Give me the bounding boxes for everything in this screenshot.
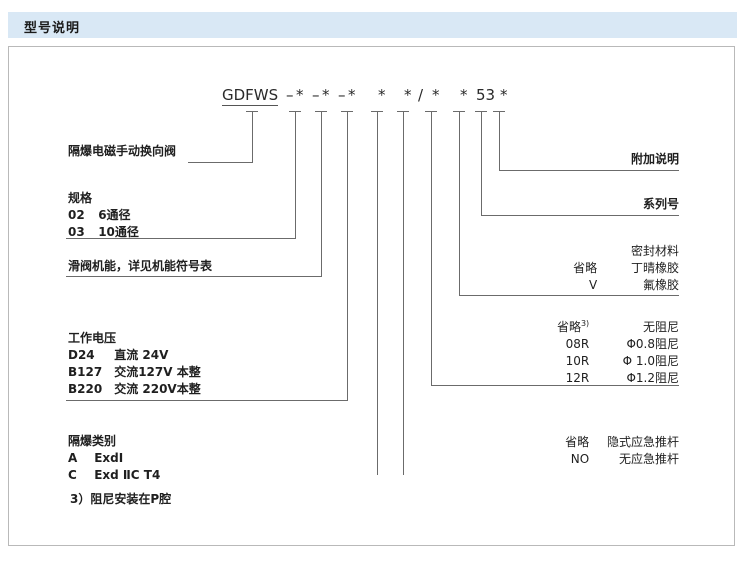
leader-specification-vertical: [295, 111, 296, 238]
working-voltage-row-3: B220 交流 220V本整: [68, 381, 201, 398]
working-voltage-title: 工作电压: [68, 331, 117, 345]
specification-desc-1: 6通径: [98, 208, 131, 222]
damping-code-2: 08R: [565, 337, 590, 351]
working-voltage-row-1: D24 直流 24V: [68, 347, 201, 364]
leader-product-name-vertical: [252, 111, 253, 162]
specification-row-2: 03 10通径: [68, 224, 139, 241]
model-code-star-4: *: [378, 86, 386, 104]
emergency-pushrod-desc-2: 无应急推杆: [618, 452, 679, 466]
working-voltage-code-3: B220: [68, 382, 103, 396]
label-working-voltage: 工作电压 D24 直流 24V B127 交流127V 本整 B220 交流 2…: [68, 330, 201, 398]
leader-sealing-material-horizontal: [459, 295, 679, 296]
specification-row-1: 02 6通径: [68, 207, 139, 224]
explosion-proof-desc-2: Exd ⅡC T4: [94, 468, 161, 482]
specification-code-2: 03: [68, 225, 85, 239]
leader-explosion-proof-vertical: [377, 111, 378, 475]
leader-additional-description-vertical: [499, 111, 500, 170]
sealing-material-row-2: V 氟橡胶: [541, 277, 679, 294]
model-code-series: 53: [476, 86, 496, 104]
sealing-material-desc-1: 丁晴橡胶: [630, 261, 679, 275]
diagram-frame: [8, 46, 735, 546]
damping-desc-4: Φ1.2阻尼: [626, 371, 679, 385]
label-sealing-material: 密封材料 省略 丁晴橡胶 V 氟橡胶: [541, 243, 679, 294]
label-specification: 规格 02 6通径 03 10通径: [68, 190, 139, 241]
damping-row-2: 08R Φ0.8阻尼: [541, 336, 679, 353]
emergency-pushrod-desc-1: 隐式应急推杆: [606, 435, 679, 449]
damping-row-3: 10R Φ 1.0阻尼: [541, 353, 679, 370]
specification-desc-2: 10通径: [98, 225, 139, 239]
label-product-name: 隔爆电磁手动换向阀: [68, 143, 176, 160]
model-code-dash-1: –: [286, 86, 294, 104]
emergency-pushrod-code-2: NO: [570, 452, 590, 466]
working-voltage-code-2: B127: [68, 365, 103, 379]
emergency-pushrod-row-2: NO 无应急推杆: [541, 451, 679, 468]
leader-additional-description-horizontal: [499, 170, 679, 171]
leader-spool-function-vertical: [321, 111, 322, 276]
explosion-proof-row-1: A ExdⅠ: [68, 450, 160, 467]
damping-footnote-marker: 3): [580, 319, 590, 328]
emergency-pushrod-code-1: 省略: [565, 435, 590, 449]
leader-product-name-horizontal: [188, 162, 253, 163]
damping-row-4: 12R Φ1.2阻尼: [541, 370, 679, 387]
specification-code-1: 02: [68, 208, 85, 222]
leader-series-number-horizontal: [481, 215, 679, 216]
page-title: 型号说明: [24, 21, 81, 36]
leader-sealing-material-vertical: [459, 111, 460, 295]
label-explosion-proof-category: 隔爆类别 A ExdⅠ C Exd ⅡC T4: [68, 433, 160, 484]
working-voltage-desc-2: 交流127V 本整: [114, 365, 201, 379]
footnote-damping-note: 3）阻尼安装在P腔: [70, 492, 172, 506]
specification-title: 规格: [68, 191, 93, 205]
working-voltage-desc-1: 直流 24V: [114, 348, 169, 362]
working-voltage-desc-3: 交流 220V本整: [114, 382, 201, 396]
label-series-number: 系列号: [642, 197, 679, 211]
leader-working-voltage-vertical: [347, 111, 348, 400]
leader-series-number-vertical: [481, 111, 482, 215]
sealing-material-code-2: V: [588, 278, 598, 292]
leader-damping-vertical: [431, 111, 432, 385]
model-code-slash: /: [418, 86, 424, 104]
damping-code-1: 省略3): [553, 315, 589, 336]
model-code-star-6: *: [432, 86, 440, 104]
model-code-base: GDFWS: [222, 86, 279, 106]
sealing-material-code-1: 省略: [573, 261, 598, 275]
model-code-star-7: *: [460, 86, 468, 104]
model-code-dash-2: –: [312, 86, 320, 104]
explosion-proof-code-2: C: [68, 468, 77, 482]
product-name-text: 隔爆电磁手动换向阀: [68, 144, 177, 158]
damping-desc-1: 无阻尼: [642, 320, 679, 334]
model-code-star-8: *: [500, 86, 508, 104]
leader-damping-horizontal: [431, 385, 679, 386]
damping-code-3: 10R: [565, 354, 590, 368]
sealing-material-desc-2: 氟橡胶: [642, 278, 679, 292]
section-header-bar: [8, 12, 737, 38]
label-spool-function: 滑阀机能，详见机能符号表: [68, 258, 212, 275]
model-code-dash-3: –: [338, 86, 346, 104]
spool-function-text: 滑阀机能，详见机能符号表: [68, 259, 213, 273]
working-voltage-row-2: B127 交流127V 本整: [68, 364, 201, 381]
model-code-star-1: *: [296, 86, 304, 104]
damping-desc-2: Φ0.8阻尼: [626, 337, 679, 351]
leader-specification-horizontal: [66, 238, 296, 239]
explosion-proof-title: 隔爆类别: [68, 434, 117, 448]
leader-emergency-pushrod-vertical: [403, 111, 404, 475]
working-voltage-code-1: D24: [68, 348, 95, 362]
model-code-star-3: *: [348, 86, 356, 104]
damping-row-1: 省略3) 无阻尼: [541, 315, 679, 336]
label-emergency-pushrod: 省略 隐式应急推杆 NO 无应急推杆: [541, 434, 679, 468]
explosion-proof-code-1: A: [68, 451, 78, 465]
leader-working-voltage-horizontal: [66, 400, 348, 401]
damping-desc-3: Φ 1.0阻尼: [622, 354, 679, 368]
damping-code-4: 12R: [565, 371, 590, 385]
damping-code-1-text: 省略: [556, 320, 581, 334]
label-additional-description: 附加说明: [630, 152, 679, 166]
explosion-proof-desc-1: ExdⅠ: [94, 451, 124, 465]
explosion-proof-row-2: C Exd ⅡC T4: [68, 467, 160, 484]
leader-spool-function-horizontal: [66, 276, 322, 277]
label-damping: 省略3) 无阻尼 08R Φ0.8阻尼 10R Φ 1.0阻尼 12R Φ1.2…: [541, 315, 679, 387]
sealing-material-row-1: 省略 丁晴橡胶: [541, 260, 679, 277]
sealing-material-title: 密封材料: [630, 244, 679, 258]
model-code-star-5: *: [404, 86, 412, 104]
model-code-star-2: *: [322, 86, 330, 104]
emergency-pushrod-row-1: 省略 隐式应急推杆: [541, 434, 679, 451]
